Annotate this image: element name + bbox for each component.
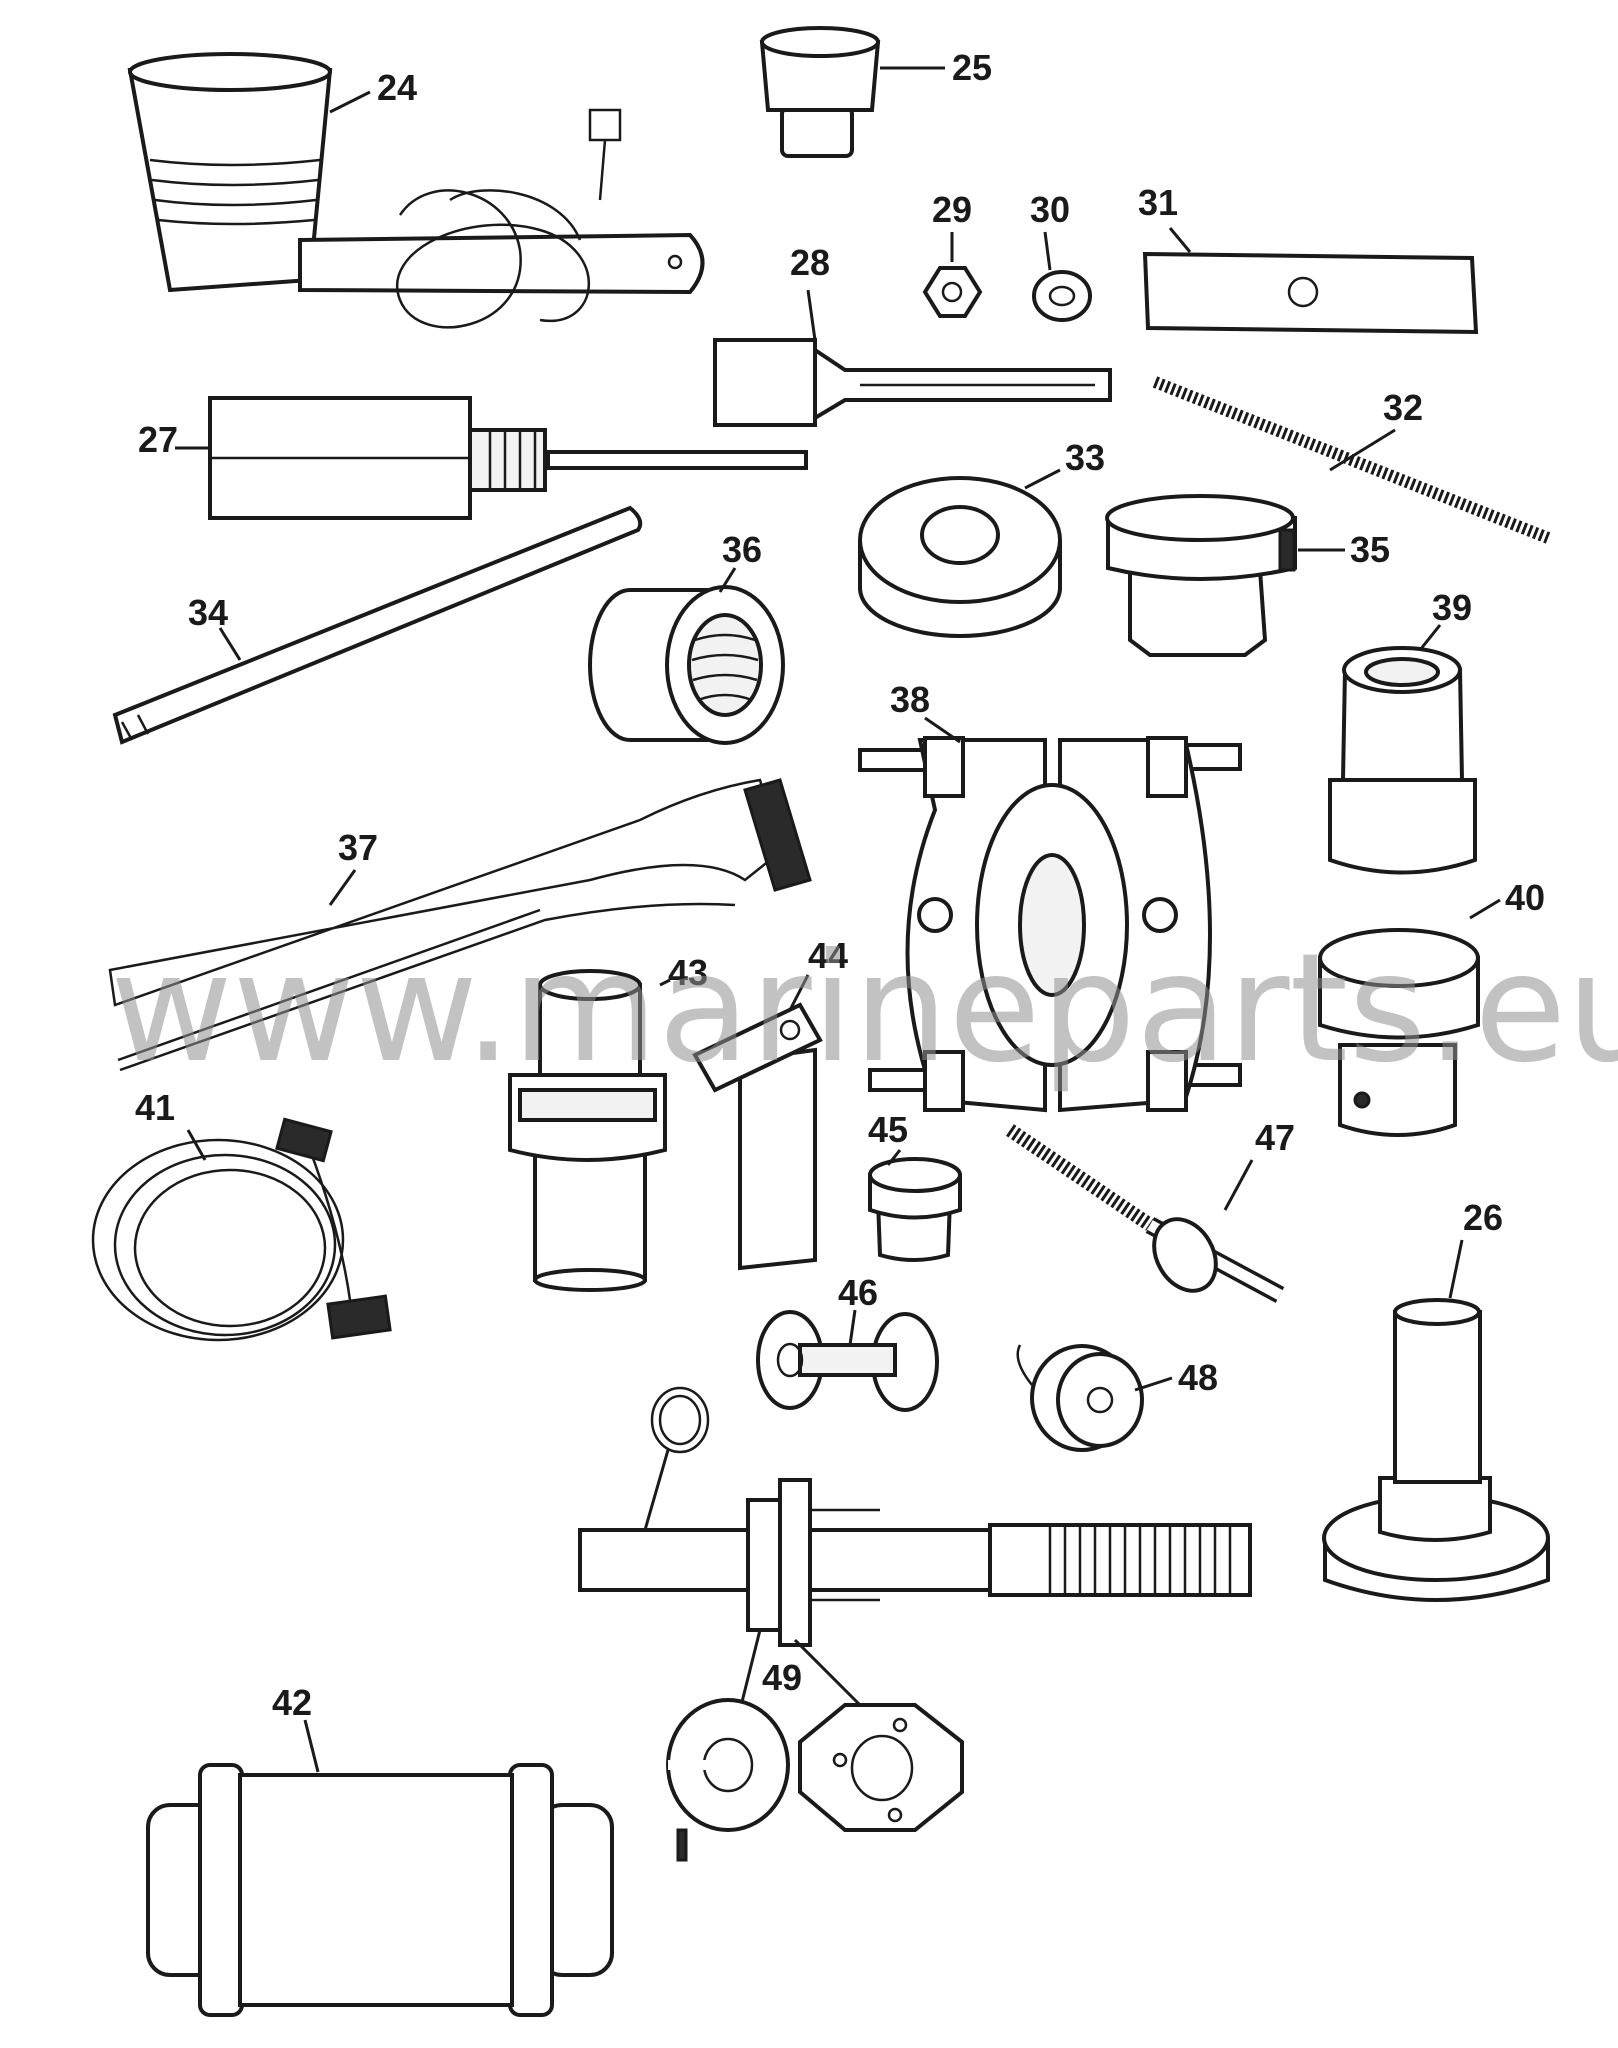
callout-35: 35 xyxy=(1350,529,1390,570)
knurled-cap-icon xyxy=(868,1149,962,1262)
mandrel-icon xyxy=(508,969,671,1292)
callout-40: 40 xyxy=(1505,877,1545,918)
callout-30: 30 xyxy=(1030,189,1070,230)
harness-cable-icon xyxy=(91,1117,392,1342)
callout-41: 41 xyxy=(135,1087,175,1128)
bearing-separator-icon xyxy=(858,716,1242,1113)
callout-34: 34 xyxy=(188,592,228,633)
callout-29: 29 xyxy=(932,189,972,230)
spacer-ring-icon xyxy=(858,468,1062,638)
slotted-bar-icon xyxy=(713,289,1112,427)
plate-icon xyxy=(1142,227,1479,335)
callout-43: 43 xyxy=(668,952,708,993)
spool-tool-icon xyxy=(756,1309,939,1412)
stud-tool-icon xyxy=(1006,1124,1285,1303)
seal-driver-icon xyxy=(1318,898,1501,1137)
retainer-tool-icon xyxy=(692,974,823,1271)
callout-37: 37 xyxy=(338,827,378,868)
callout-38: 38 xyxy=(890,679,930,720)
threaded-sleeve-icon xyxy=(588,567,785,745)
bearing-cup-tool-icon xyxy=(146,1719,614,2017)
gauge-disc-icon xyxy=(1016,1344,1173,1452)
callout-45: 45 xyxy=(868,1109,908,1150)
callout-31: 31 xyxy=(1138,182,1178,223)
driver-tool-icon xyxy=(759,26,945,158)
callout-48: 48 xyxy=(1178,1357,1218,1398)
strap-wrench-icon xyxy=(108,778,812,1072)
callout-32: 32 xyxy=(1383,387,1423,428)
callout-33: 33 xyxy=(1065,437,1105,478)
shimming-tool-icon xyxy=(578,1386,1252,1862)
watermark-text: www.marineparts.eu xyxy=(110,922,1618,1096)
callout-44: 44 xyxy=(808,935,848,976)
bearing-installer-icon xyxy=(1322,1239,1550,1602)
callout-49: 49 xyxy=(762,1657,802,1698)
callout-36: 36 xyxy=(722,529,762,570)
hex-nut-icon xyxy=(922,232,983,318)
washer-icon xyxy=(1032,231,1092,322)
threaded-rod-icon xyxy=(1152,376,1551,544)
callout-26: 26 xyxy=(1463,1197,1503,1238)
callout-39: 39 xyxy=(1432,587,1472,628)
installer-cup-icon xyxy=(1105,494,1345,657)
callout-28: 28 xyxy=(790,242,830,283)
callout-42: 42 xyxy=(272,1682,312,1723)
callout-27: 27 xyxy=(138,419,178,460)
driver-rod-icon xyxy=(112,505,643,745)
callout-46: 46 xyxy=(838,1272,878,1313)
callout-47: 47 xyxy=(1255,1117,1295,1158)
threaded-adapter-icon xyxy=(1328,624,1477,875)
heat-gun-icon xyxy=(127,52,705,329)
callout-24: 24 xyxy=(377,67,417,108)
callout-25: 25 xyxy=(952,47,992,88)
puller-bolt-icon xyxy=(175,396,808,520)
